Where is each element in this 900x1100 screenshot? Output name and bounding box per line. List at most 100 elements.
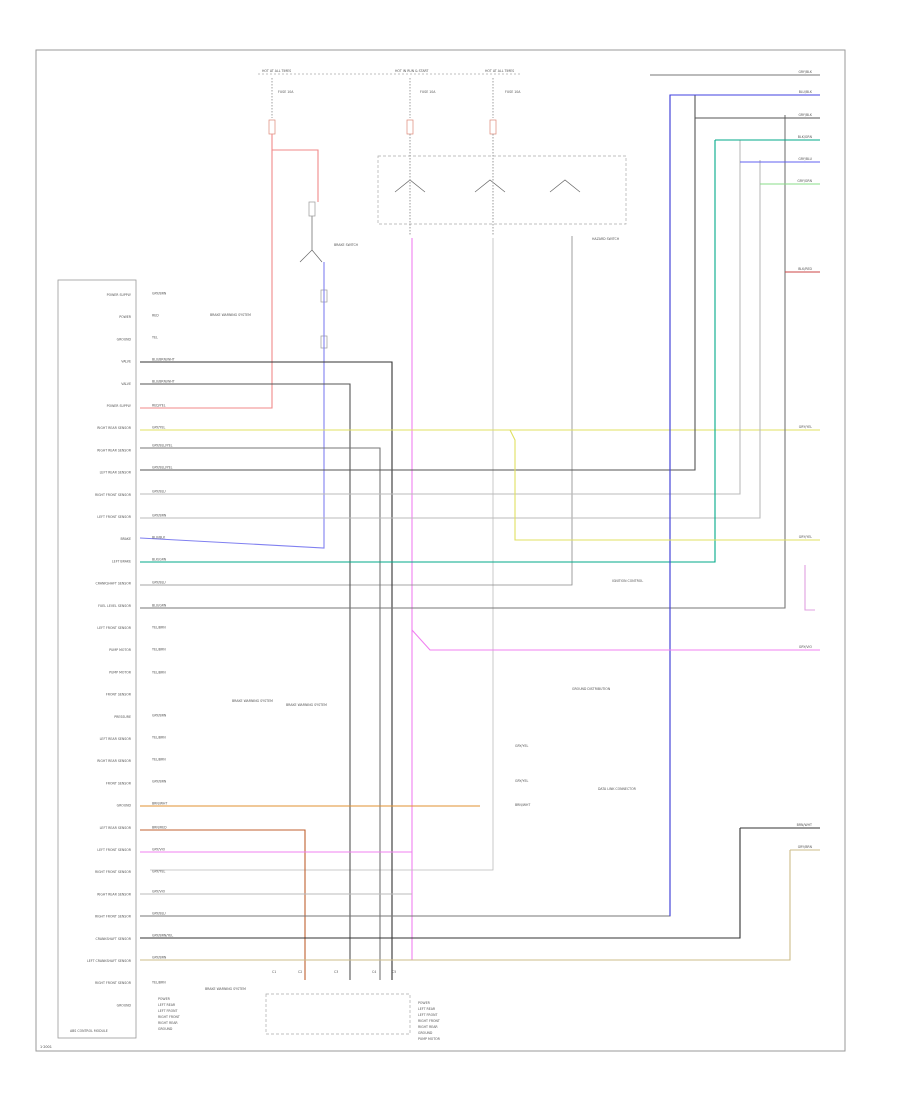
side-group-2: BRAKE WARNING SYSTEM [232, 699, 273, 703]
bottom-connector-5: C5 [392, 970, 396, 974]
top-source-3: HOT AT ALL TIMES [485, 69, 514, 73]
module-pin-label: PUMP MOTOR [109, 670, 132, 674]
fuse-label-2: FUSE 10A [420, 90, 436, 94]
bottom-notes-right: POWER LEFT REAR LEFT FRONT RIGHT FRONT R… [418, 1001, 441, 1041]
hazard-switch-label: HAZARD SWITCH [592, 237, 620, 241]
wire-module-row-4 [140, 447, 381, 980]
wire-label: RED [152, 314, 159, 318]
wire-label: GRY/BRN [152, 714, 167, 718]
wire-label: BRN/RED [152, 826, 167, 830]
abs-module-box [57, 279, 137, 1039]
wire-label: BLU/BLK [152, 536, 166, 540]
module-pin-label: RIGHT REAR SENSOR [97, 759, 132, 763]
wire-module-row-9 [140, 115, 786, 609]
fuse-label-3: FUSE 10A [505, 90, 521, 94]
wire-label: GRY/BRN/YEL [152, 934, 173, 938]
wire-label: GRY/YEL [152, 426, 165, 430]
wire-label: BLU/GRN [152, 604, 167, 608]
right-connector-label: BLK/RED [798, 267, 812, 271]
wire-module-row-7 [140, 160, 761, 519]
right-connector-label: GRY/BRN [798, 845, 813, 849]
wire-label: GRY/BRN [152, 292, 167, 296]
wire-right-8 [509, 429, 820, 541]
right-connector-label: BRN/WHT [797, 823, 812, 827]
module-name: ABS CONTROL MODULE [70, 1029, 108, 1033]
module-pin-label: LEFT REAR SENSOR [100, 737, 132, 741]
module-pin-label: POWER SUPPLY [107, 404, 131, 408]
bottom-note-left-3: LEFT FRONT [158, 1009, 177, 1013]
bottom-note-left-4: RIGHT FRONT [158, 1015, 180, 1019]
wire-label: YEL/BRN [152, 981, 166, 985]
right-connector-label: BLU/BLK [799, 90, 813, 94]
module-pin-label: LEFT BRAKE [112, 559, 131, 563]
module-pin-label: FUEL LEVEL SENSOR [98, 604, 132, 608]
bottom-connector-3: C3 [334, 970, 338, 974]
module-pin-label: PRESSURE [114, 715, 131, 719]
wire-right-10 [804, 565, 815, 611]
right-note-2: GROUND DISTRIBUTION [572, 687, 611, 691]
right-connector-label: GRY/YEL [799, 425, 812, 429]
module-pin-label: GROUND [117, 804, 132, 808]
module-pin-label: PUMP MOTOR [109, 648, 132, 652]
wire-module-row-5 [140, 95, 696, 471]
bottom-connector-4: C4 [372, 970, 376, 974]
wire-label: GRY/BLU [152, 912, 166, 916]
module-pin-label: FRONT SENSOR [106, 781, 132, 785]
module-pin-label: RIGHT REAR SENSOR [97, 426, 132, 430]
top-fuse-block: HOT AT ALL TIMES HOT IN RUN & START HOT … [258, 69, 521, 135]
module-pin-label: LEFT FRONT SENSOR [97, 626, 131, 630]
module-pin-label: LEFT FRONT SENSOR [97, 848, 131, 852]
module-pin-label: RIGHT FRONT SENSOR [95, 870, 132, 874]
right-connector-label: BLK/GRN [798, 135, 813, 139]
fuse-label-1: FUSE 10A [278, 90, 294, 94]
wire-label: GRY/BLU [152, 581, 166, 585]
module-pin-label: POWER [119, 315, 132, 319]
wire-right-9 [411, 629, 820, 651]
bottom-note-right-4: RIGHT FRONT [418, 1019, 440, 1023]
bottom-note-left-6: GROUND [158, 1027, 173, 1031]
module-pin-label: LEFT REAR SENSOR [100, 826, 132, 830]
diagram-border [35, 49, 846, 1052]
bottom-notes-left: POWER LEFT REAR LEFT FRONT RIGHT FRONT R… [158, 997, 180, 1031]
right-connector-label: GRY/VIO [799, 645, 813, 649]
wire-label: BRN/WHT [152, 802, 167, 806]
wire-label: YEL/BRN [152, 671, 166, 675]
bottom-note-left-2: LEFT REAR [158, 1003, 176, 1007]
bottom-note-left-5: RIGHT REAR [158, 1021, 178, 1025]
bottom-connector-2: C2 [298, 970, 302, 974]
module-pin-label: POWER SUPPLY [107, 293, 131, 297]
wire-layer [139, 74, 820, 980]
wire-label: YEL/BRN [152, 736, 166, 740]
module-pin-label: CRANKSHAFT SENSOR [96, 937, 132, 941]
module-pin-label: RIGHT REAR SENSOR [97, 892, 132, 896]
right-note-5: GRY/YEL [515, 779, 528, 783]
wire-label: YEL/BRN [152, 758, 166, 762]
module-pin-label: FRONT SENSOR [106, 693, 132, 697]
wire-module-row-1 [140, 361, 393, 980]
right-note-6: BRN/WHT [515, 803, 530, 807]
wire-module-row-2 [140, 383, 351, 980]
wire-module-row-14 [140, 95, 671, 917]
right-connector-labels: GRY/BLKBLU/BLKGRY/BLKBLK/GRNGRY/BLUGRY/G… [797, 70, 813, 849]
wire-label: GRY/BLU/YEL [152, 444, 173, 448]
bottom-note-right-7: PUMP MOTOR [418, 1037, 441, 1041]
wire-blue-brake [139, 262, 325, 549]
module-pin-label: RIGHT FRONT SENSOR [95, 493, 132, 497]
right-note-3: DATA LINK CONNECTOR [598, 787, 637, 791]
bottom-note-right-3: LEFT FRONT [418, 1013, 437, 1017]
right-note-1: IGNITION CONTROL [612, 579, 643, 583]
hazard-switch-box: HAZARD SWITCH [377, 155, 627, 241]
right-note-4: GRY/YEL [515, 744, 528, 748]
wire-module-row-15 [140, 828, 741, 939]
wire-label: RED/YEL [152, 404, 166, 408]
module-pin-label: GROUND [117, 337, 132, 341]
wire-label: GRY/BRN [152, 514, 167, 518]
bottom-note-right-2: LEFT REAR [418, 1007, 436, 1011]
wire-label: BLU/BRN/WHT [152, 358, 175, 362]
module-pin-label: VALVE [121, 360, 131, 364]
wire-right-2 [669, 94, 820, 916]
bottom-connector-block [265, 993, 411, 1035]
